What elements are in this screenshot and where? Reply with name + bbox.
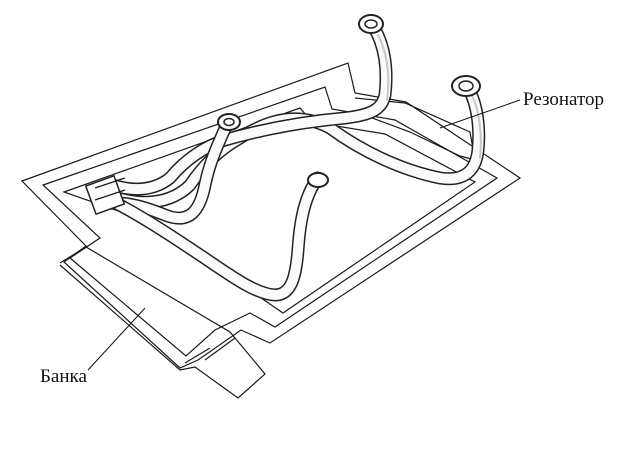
flange-resonator	[451, 75, 481, 97]
frame-outline-inner	[41, 86, 499, 357]
leader-line-bank	[87, 307, 146, 371]
flange-front	[307, 172, 329, 188]
flange-middle	[217, 113, 241, 131]
frame-outline-outer	[20, 62, 522, 369]
label-resonator: Резонатор	[523, 89, 605, 110]
exhaust-pipe-upper	[105, 19, 393, 196]
bank-clamp	[84, 174, 126, 216]
label-bank: Банка	[40, 366, 87, 387]
bank-box-outline	[59, 246, 266, 399]
bank-box-edge	[184, 337, 236, 364]
leader-line-resonator	[439, 99, 521, 129]
exhaust-pipe-front	[103, 171, 325, 302]
flange-top	[358, 14, 384, 34]
exhaust-pipe-long	[111, 81, 486, 209]
